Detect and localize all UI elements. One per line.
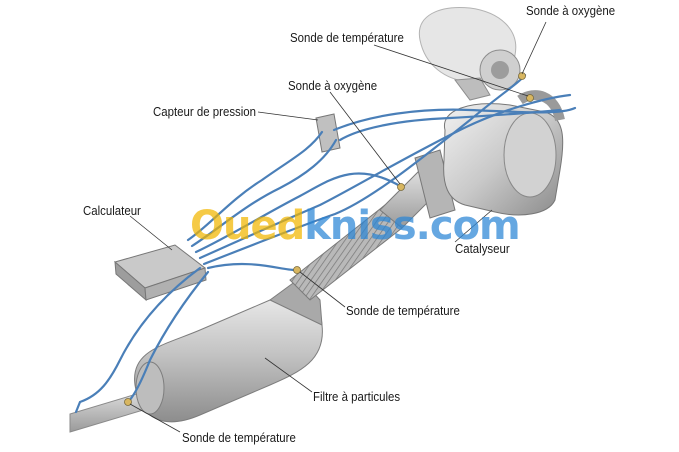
label-sonde-oxygene-mid: Sonde à oxygène [288,78,378,93]
label-sonde-oxygene-top: Sonde à oxygène [526,3,616,18]
watermark: Ouedkniss.com [190,203,521,249]
label-calculateur: Calculateur [83,203,141,218]
mounting-bracket [414,149,456,219]
label-sonde-temperature-top: Sonde de température [290,30,404,45]
watermark-part2: kniss [304,203,416,249]
label-catalyseur: Catalyseur [455,241,510,256]
watermark-part1: Oued [190,203,305,249]
leader-lines [129,21,547,433]
watermark-part3: .com [415,203,521,249]
label-capteur-pression: Capteur de pression [153,104,257,119]
label-sonde-temperature-mid: Sonde de température [346,303,460,318]
sensor-points [124,72,534,406]
catalyser [443,90,565,216]
wiring-harness [74,73,577,414]
turbocharger [418,6,521,101]
pressure-sensor [315,113,341,153]
label-sonde-temperature-bottom: Sonde de température [182,430,296,445]
label-filtre-particules: Filtre à particules [313,389,401,404]
